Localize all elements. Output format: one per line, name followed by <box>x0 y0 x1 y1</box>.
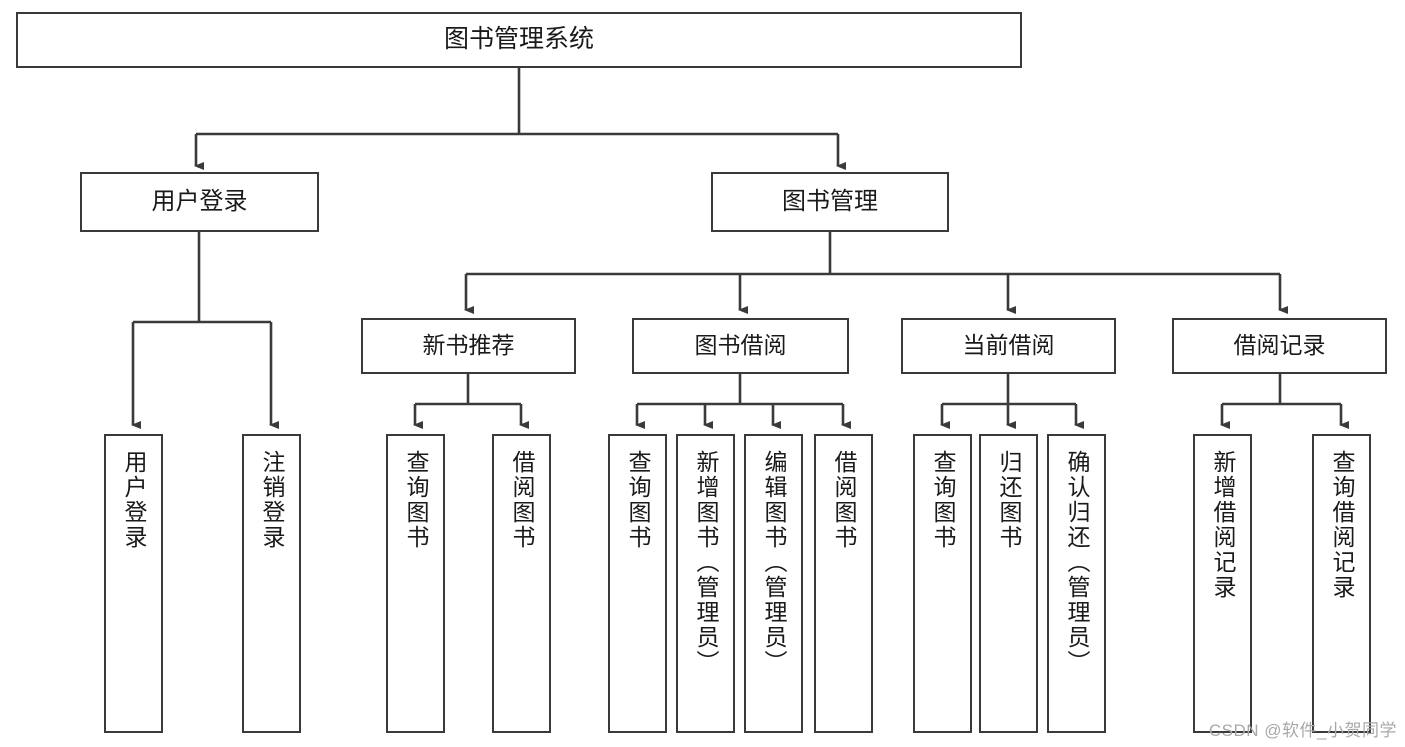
node-root-label: 图书管理系统 <box>443 25 594 54</box>
node-book-management[interactable]: 图书管理 <box>711 172 949 232</box>
node-leaf-add-book[interactable]: 新增图书（管理员） <box>676 434 735 733</box>
node-leaf-query-record[interactable]: 查询借阅记录 <box>1312 434 1371 733</box>
node-leaf-logout-login-label: 注销登录 <box>259 450 285 550</box>
node-leaf-logout-login[interactable]: 注销登录 <box>242 434 301 733</box>
node-leaf-return-book[interactable]: 归还图书 <box>979 434 1038 733</box>
node-leaf-edit-book[interactable]: 编辑图书（管理员） <box>744 434 803 733</box>
node-leaf-query-book-3-label: 查询图书 <box>930 450 956 550</box>
node-book-borrow[interactable]: 图书借阅 <box>632 318 849 374</box>
watermark-text: CSDN @软件_小贺同学 <box>1208 721 1397 740</box>
node-leaf-borrow-book-2[interactable]: 借阅图书 <box>814 434 873 733</box>
node-new-book-recommend-label: 新书推荐 <box>422 332 515 359</box>
node-leaf-query-book-2[interactable]: 查询图书 <box>608 434 667 733</box>
node-leaf-query-book-2-label: 查询图书 <box>625 450 651 550</box>
node-leaf-query-book-1-label: 查询图书 <box>403 450 429 550</box>
node-leaf-borrow-book-1[interactable]: 借阅图书 <box>492 434 551 733</box>
node-user-login[interactable]: 用户登录 <box>80 172 319 232</box>
node-leaf-edit-book-label: 编辑图书（管理员） <box>761 450 787 675</box>
node-leaf-borrow-book-2-label: 借阅图书 <box>831 450 857 550</box>
node-leaf-user-login[interactable]: 用户登录 <box>104 434 163 733</box>
node-leaf-confirm-return-label: 确认归还（管理员） <box>1064 450 1090 675</box>
node-root[interactable]: 图书管理系统 <box>16 12 1022 68</box>
node-leaf-borrow-book-1-label: 借阅图书 <box>509 450 535 550</box>
node-leaf-add-record-label: 新增借阅记录 <box>1210 450 1236 600</box>
node-leaf-query-book-3[interactable]: 查询图书 <box>913 434 972 733</box>
node-book-management-label: 图书管理 <box>782 187 878 215</box>
node-borrow-record[interactable]: 借阅记录 <box>1172 318 1387 374</box>
node-book-borrow-label: 图书借阅 <box>694 332 787 359</box>
node-leaf-add-book-label: 新增图书（管理员） <box>693 450 719 675</box>
node-leaf-confirm-return[interactable]: 确认归还（管理员） <box>1047 434 1106 733</box>
node-current-borrow-label: 当前借阅 <box>962 332 1055 359</box>
node-user-login-label: 用户登录 <box>151 187 248 215</box>
node-leaf-query-book-1[interactable]: 查询图书 <box>386 434 445 733</box>
node-leaf-add-record[interactable]: 新增借阅记录 <box>1193 434 1252 733</box>
node-leaf-return-book-label: 归还图书 <box>996 450 1022 550</box>
node-new-book-recommend[interactable]: 新书推荐 <box>361 318 576 374</box>
node-current-borrow[interactable]: 当前借阅 <box>901 318 1116 374</box>
node-leaf-user-login-label: 用户登录 <box>121 450 147 550</box>
node-borrow-record-label: 借阅记录 <box>1233 332 1326 359</box>
node-leaf-query-record-label: 查询借阅记录 <box>1329 450 1355 600</box>
